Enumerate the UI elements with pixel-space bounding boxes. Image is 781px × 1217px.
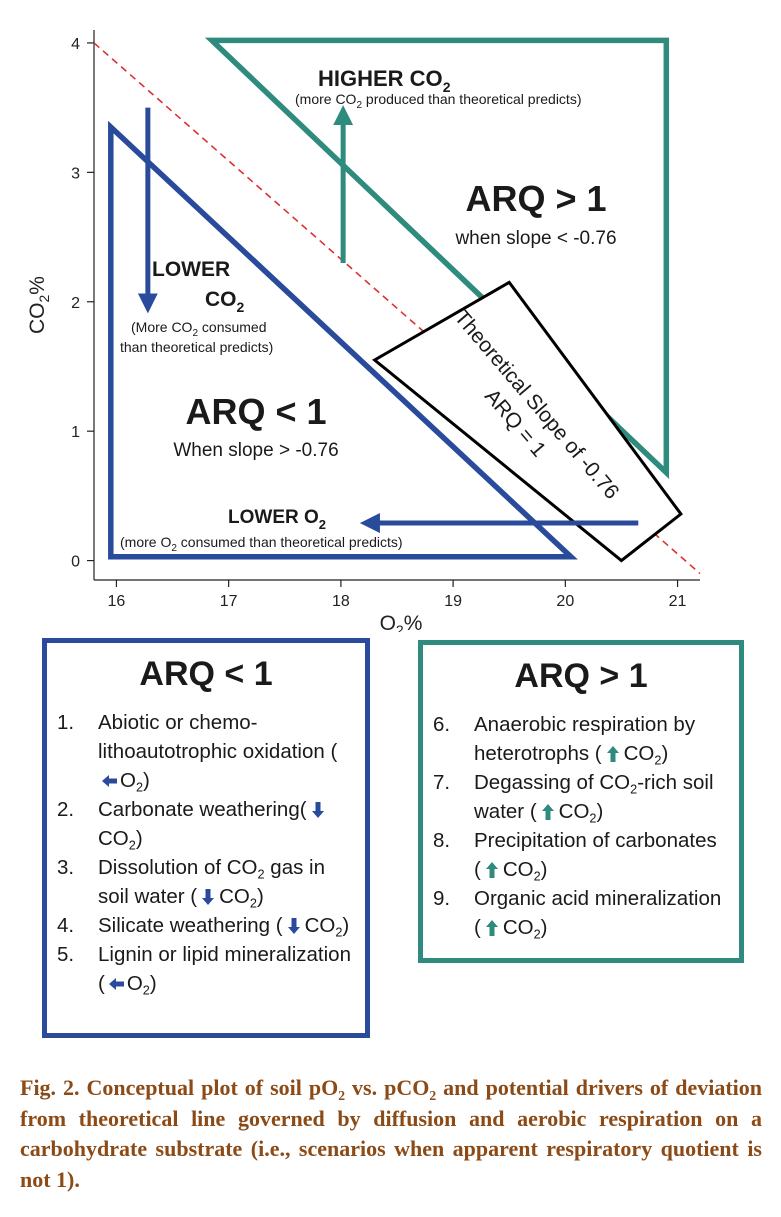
driver-text: Organic acid mineralization (CO2) <box>474 887 722 942</box>
arq-gt-panel: ARQ > 1 6. Anaerobic respiration by heter… <box>418 640 744 963</box>
driver-item: 3. Dissolution of CO2 gas in soil water (… <box>57 853 355 911</box>
up-arrow-icon <box>541 804 554 820</box>
arq-lt-panel: ARQ < 1 1. Abiotic or chemo-lithoautotrop… <box>42 638 370 1038</box>
driver-number: 1. <box>57 711 75 734</box>
driver-item: 8. Precipitation of carbonates (CO2) <box>433 826 729 884</box>
driver-item: 4. Silicate weathering (CO2) <box>57 911 355 940</box>
down-arrow-icon <box>311 802 324 818</box>
driver-text: Carbonate weathering(CO2) <box>98 795 355 853</box>
concept-chart: 16 17 18 19 20 21 0 1 2 3 4O2% CO2% HIGHER CO2 (mor… <box>26 30 701 632</box>
theoretical-slope-line <box>93 42 701 575</box>
x-tick-label: 18 <box>332 593 350 610</box>
driver-item: 6. Anaerobic respiration by heterotrophs … <box>433 710 729 768</box>
arq-lt-subtitle: When slope > -0.76 <box>173 440 338 461</box>
driver-number: 4. <box>57 914 75 937</box>
driver-text: Anaerobic respiration by heterotrophs (C… <box>474 713 696 768</box>
driver-number: 5. <box>57 943 75 966</box>
x-tick-label: 17 <box>220 593 238 610</box>
arq-lt-title: ARQ < 1 <box>185 391 326 432</box>
driver-number: 3. <box>57 856 75 879</box>
up-arrow-icon <box>485 920 498 936</box>
driver-item: 7. Degassing of CO2-rich soil water (CO2) <box>433 768 729 826</box>
driver-text: Dissolution of CO2 gas in soil water (CO… <box>98 856 325 911</box>
driver-text: Lignin or lipid mineralization (O2) <box>98 943 351 998</box>
driver-number: 2. <box>57 798 75 821</box>
figure-caption: Fig. 2. Conceptual plot of soil pO2 vs. … <box>20 1075 763 1192</box>
y-tick-label: 4 <box>71 36 80 53</box>
arq-lt-triangle <box>108 120 578 560</box>
arq-gt-driver-list: 6. Anaerobic respiration by heterotrophs … <box>423 710 739 942</box>
y-tick-label: 0 <box>71 554 80 571</box>
arq-gt-triangle <box>204 37 670 480</box>
y-tick-label: 1 <box>71 424 80 441</box>
up-arrow-icon <box>485 862 498 878</box>
arq-lt-driver-list: 1. Abiotic or chemo-lithoautotrophic oxid… <box>47 708 365 998</box>
arq-gt-subtitle: when slope < -0.76 <box>454 228 616 249</box>
driver-text: Precipitation of carbonates (CO2) <box>474 829 717 884</box>
lower-co2-note-line1: (More CO2 consumed <box>131 319 267 339</box>
down-arrow-icon <box>287 918 300 934</box>
x-axis-label: O2% <box>380 612 423 632</box>
driver-item: 1. Abiotic or chemo-lithoautotrophic oxid… <box>57 708 355 795</box>
lower-co2-title-line2: CO2 <box>205 288 245 315</box>
driver-item: 5. Lignin or lipid mineralization (O2) <box>57 940 355 998</box>
lower-o2-note: (more O2 consumed than theoretical predi… <box>120 534 403 554</box>
x-tick-label: 20 <box>556 593 574 610</box>
y-tick-label: 2 <box>71 295 80 312</box>
driver-text: Abiotic or chemo-lithoautotrophic oxidat… <box>98 711 338 795</box>
left-arrow-icon <box>108 978 124 990</box>
higher-co2-note: (more CO2 produced than theoretical pred… <box>295 91 581 111</box>
driver-number: 8. <box>433 829 451 852</box>
arq-gt-title: ARQ > 1 <box>465 178 606 219</box>
y-tick-label: 3 <box>71 165 80 182</box>
x-tick-label: 21 <box>669 593 687 610</box>
driver-item: 2. Carbonate weathering(CO2) <box>57 795 355 853</box>
driver-number: 9. <box>433 887 451 910</box>
lower-o2-title: LOWER O2 <box>228 507 326 532</box>
left-arrow-icon <box>102 775 117 787</box>
driver-text: Silicate weathering (CO2) <box>98 914 350 940</box>
driver-item: 9. Organic acid mineralization (CO2) <box>433 884 729 942</box>
arq-gt-panel-title: ARQ > 1 <box>514 657 648 695</box>
driver-number: 6. <box>433 713 451 736</box>
x-tick-label: 19 <box>444 593 462 610</box>
driver-number: 7. <box>433 771 451 794</box>
arq-lt-panel-title: ARQ < 1 <box>139 655 273 693</box>
higher-co2-title: HIGHER CO2 <box>318 66 451 95</box>
y-axis-label: CO2% <box>26 276 52 334</box>
up-arrow-icon <box>606 746 619 762</box>
x-tick-label: 16 <box>108 593 126 610</box>
down-arrow-icon <box>202 889 215 905</box>
lower-co2-note-line2: than theoretical predicts) <box>120 339 273 355</box>
driver-text: Degassing of CO2-rich soil water (CO2) <box>474 771 714 826</box>
lower-co2-title-line1: LOWER <box>152 258 230 281</box>
theoretical-label-box <box>371 280 683 563</box>
